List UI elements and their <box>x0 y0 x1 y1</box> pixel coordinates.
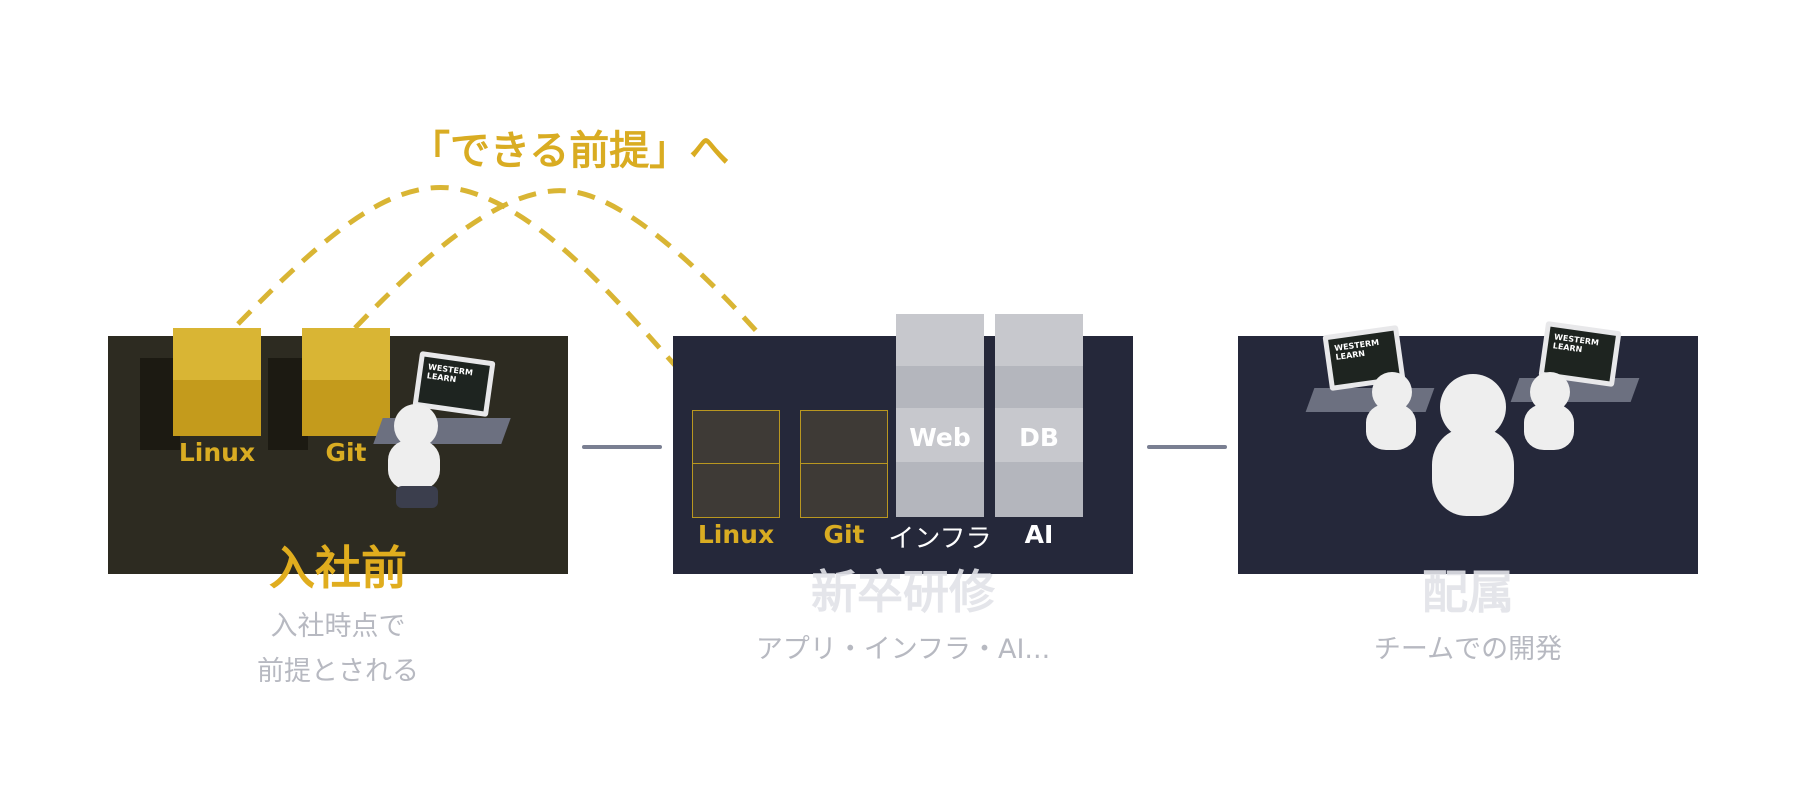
person-body <box>1524 404 1574 450</box>
chair <box>396 486 438 508</box>
box-label-db: DB <box>1019 423 1059 452</box>
person-body <box>388 440 440 490</box>
stage-title-assignment: 配属 <box>1422 565 1514 619</box>
desk <box>1305 388 1435 412</box>
ghost-label-git: Git <box>823 520 865 549</box>
skill-box-git <box>302 328 390 436</box>
column-footer-ai: AI <box>1024 520 1054 549</box>
box-shadow <box>268 358 308 450</box>
stage-subtitle-line-2: 前提とされる <box>257 656 419 687</box>
curriculum-column-db <box>995 314 1083 517</box>
stage-subtitle: アプリ・インフラ・AI... <box>755 634 1051 665</box>
arc-linux <box>236 185 737 434</box>
stage-title-new-grad-training: 新卒研修 <box>811 565 995 619</box>
mentor-body <box>1432 428 1514 516</box>
stage-connector <box>582 445 662 449</box>
headline: 「できる前提」へ <box>410 128 730 174</box>
person-body <box>1366 404 1416 450</box>
ghost-box-linux <box>692 410 780 518</box>
curriculum-column-web <box>896 314 984 517</box>
stage-title-before-joining: 入社前 <box>269 541 407 595</box>
ghost-box-git <box>800 410 888 518</box>
column-footer-infra: インフラ <box>888 524 992 554</box>
box-label-web: Web <box>909 423 971 452</box>
stage-connector <box>1147 445 1227 449</box>
skill-box-linux <box>173 328 261 436</box>
skill-label-linux: Linux <box>178 438 256 467</box>
skill-label-git: Git <box>325 438 367 467</box>
stage-subtitle: チームでの開発 <box>1373 634 1563 665</box>
ghost-label-linux: Linux <box>697 520 775 549</box>
stage-subtitle-line-1: 入社時点で <box>270 611 406 642</box>
